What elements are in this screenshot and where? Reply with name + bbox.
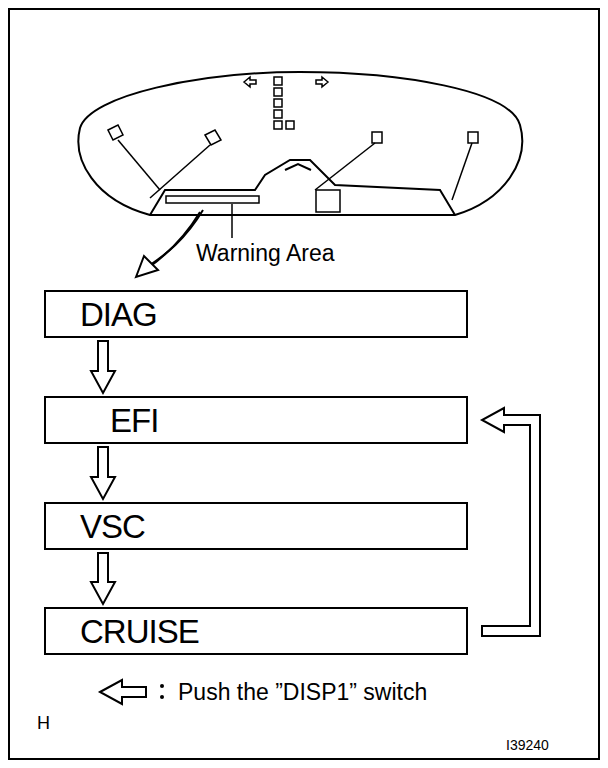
mode-box: CRUISE <box>44 607 468 655</box>
instrument-cluster <box>78 72 522 215</box>
page-mark: H <box>37 714 50 732</box>
figure-id: I39240 <box>506 738 549 752</box>
hollow-arrow <box>91 553 115 604</box>
mode-name: CRUISE <box>80 615 199 648</box>
leader-line <box>231 204 233 238</box>
frame <box>9 9 599 759</box>
mode-box: DIAG <box>44 290 468 338</box>
mode-name: DIAG <box>80 298 157 331</box>
legend-text: Push the ”DISP1” switch <box>178 681 427 704</box>
hollow-arrow <box>482 408 540 636</box>
hollow-arrow <box>91 341 115 393</box>
mode-box: VSC <box>44 502 468 550</box>
mode-box: EFI <box>44 396 468 444</box>
mode-name: VSC <box>80 510 145 543</box>
callout-label: Warning Area <box>196 242 335 265</box>
mode-name: EFI <box>110 404 158 437</box>
legend-arrow <box>100 680 164 704</box>
pointer-arrow <box>136 210 203 277</box>
hollow-arrow <box>91 447 115 499</box>
